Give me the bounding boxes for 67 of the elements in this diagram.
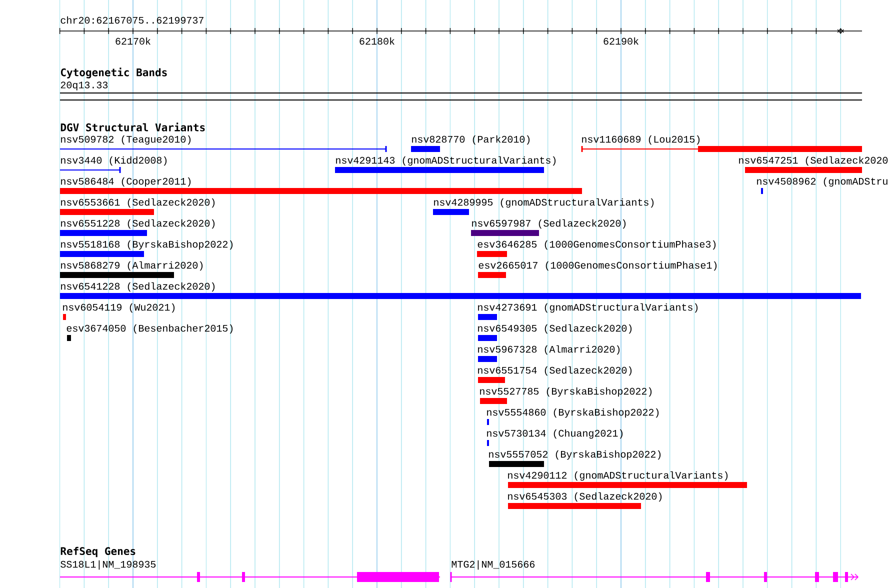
variant-feature: nsv1160689 (Lou2015) [581,135,862,152]
node-label: nsv6551754 (Sedlazeck2020) [478,366,632,376]
variant-feature: nsv6549305 (Sedlazeck2020) [478,324,632,341]
variant-feature: nsv4289995 (gnomADStructuralVariants) [433,198,654,215]
variant-feature: nsv5868279 (Almarri2020) [60,261,203,278]
node-label: nsv6549305 (Sedlazeck2020) [478,324,632,334]
node-label: nsv4291143 (gnomADStructuralVariants) [336,156,556,166]
track-heading: Cytogenetic Bands [60,68,167,78]
variant-feature: esv3646285 (1000GenomesConsortiumPhase3) [477,240,716,257]
variant-feature: nsv5527785 (ByrskaBishop2022) [480,387,652,404]
node-label: SS18L1|NM_198935 [60,560,156,570]
node-label: nsv1160689 (Lou2015) [582,135,700,145]
node-label: nsv586484 (Cooper2011) [61,177,191,187]
track-heading: DGV Structural Variants [60,122,205,132]
variant-feature: nsv4273691 (gnomADStructuralVariants) [478,303,698,320]
variant-feature: nsv4508962 (gnomADStru [757,177,888,194]
variant-feature: nsv6541228 (Sedlazeck2020) [60,282,862,299]
gene-model: SS18L1|NM_198935 [60,560,440,582]
node-label: nsv4508962 (gnomADStru [757,177,888,187]
variant-feature: nsv5554860 (ByrskaBishop2022) [487,408,659,425]
node-label: esv3646285 (1000GenomesConsortiumPhase3) [478,240,716,250]
variant-feature: nsv3440 (Kidd2008) [60,156,167,173]
node-label: nsv6054119 (Wu2021) [63,303,175,313]
variant-feature: nsv586484 (Cooper2011) [60,177,582,194]
gene-model: MTG2|NM_015666 [450,560,859,582]
coordinate-range: chr20:62167075..62199737 [60,16,204,24]
variant-feature: nsv509782 (Teague2010) [60,135,387,152]
variant-feature: nsv6054119 (Wu2021) [63,303,175,320]
node-label: nsv6547251 (Sedlazeck2020 [739,156,888,166]
node-label: nsv6551228 (Sedlazeck2020) [61,219,215,229]
scale-label: 62190k [604,37,638,45]
node-label: nsv828770 (Park2010) [412,135,530,145]
variant-feature: nsv5730134 (Chuang2021) [487,429,623,446]
variant-feature: nsv6547251 (Sedlazeck2020 [739,156,888,173]
variant-feature: nsv4290112 (gnomADStructuralVariants) [508,471,748,488]
node-label: nsv5518168 (ByrskaBishop2022) [61,240,233,250]
band-label: 20q13.33 [60,82,108,90]
node-label: nsv4290112 (gnomADStructuralVariants) [508,471,728,481]
variant-feature: nsv6551754 (Sedlazeck2020) [478,366,632,383]
node-label: esv3674050 (Besenbacher2015) [66,324,233,334]
node-label: nsv4289995 (gnomADStructuralVariants) [434,198,654,208]
node-label: nsv6541228 (Sedlazeck2020) [61,282,215,292]
node-label: esv2665017 (1000GenomesConsortiumPhase1) [478,261,717,271]
variant-feature: nsv6597987 (Sedlazeck2020) [471,219,626,236]
node-label: nsv6597987 (Sedlazeck2020) [472,219,626,229]
scale-label: 62180k [360,37,394,45]
node-label: nsv4273691 (gnomADStructuralVariants) [478,303,698,313]
variant-feature: nsv5557052 (ByrskaBishop2022) [489,450,661,467]
variant-feature: esv3674050 (Besenbacher2015) [66,324,233,341]
variant-feature: esv2665017 (1000GenomesConsortiumPhase1) [478,261,717,278]
node-label: nsv5730134 (Chuang2021) [487,429,623,439]
variant-feature: nsv4291143 (gnomADStructuralVariants) [335,156,556,173]
variant-feature: nsv5967328 (Almarri2020) [478,345,620,362]
node-label: MTG2|NM_015666 [452,560,535,570]
node-label: nsv5868279 (Almarri2020) [61,261,203,271]
node-label: nsv5527785 (ByrskaBishop2022) [480,387,652,397]
scale-label: 62170k [116,37,150,45]
variant-feature: nsv6551228 (Sedlazeck2020) [60,219,215,236]
node-label: nsv5557052 (ByrskaBishop2022) [489,450,661,460]
node-label: nsv6545303 (Sedlazeck2020) [508,492,662,502]
node-label: nsv5554860 (ByrskaBishop2022) [487,408,659,418]
variant-feature: nsv6545303 (Sedlazeck2020) [508,492,662,509]
node-label: nsv5967328 (Almarri2020) [478,345,620,355]
variant-feature: nsv828770 (Park2010) [411,135,530,152]
variant-feature: nsv5518168 (ByrskaBishop2022) [60,240,233,257]
variant-feature: nsv6553661 (Sedlazeck2020) [60,198,215,215]
node-label: nsv6553661 (Sedlazeck2020) [61,198,215,208]
